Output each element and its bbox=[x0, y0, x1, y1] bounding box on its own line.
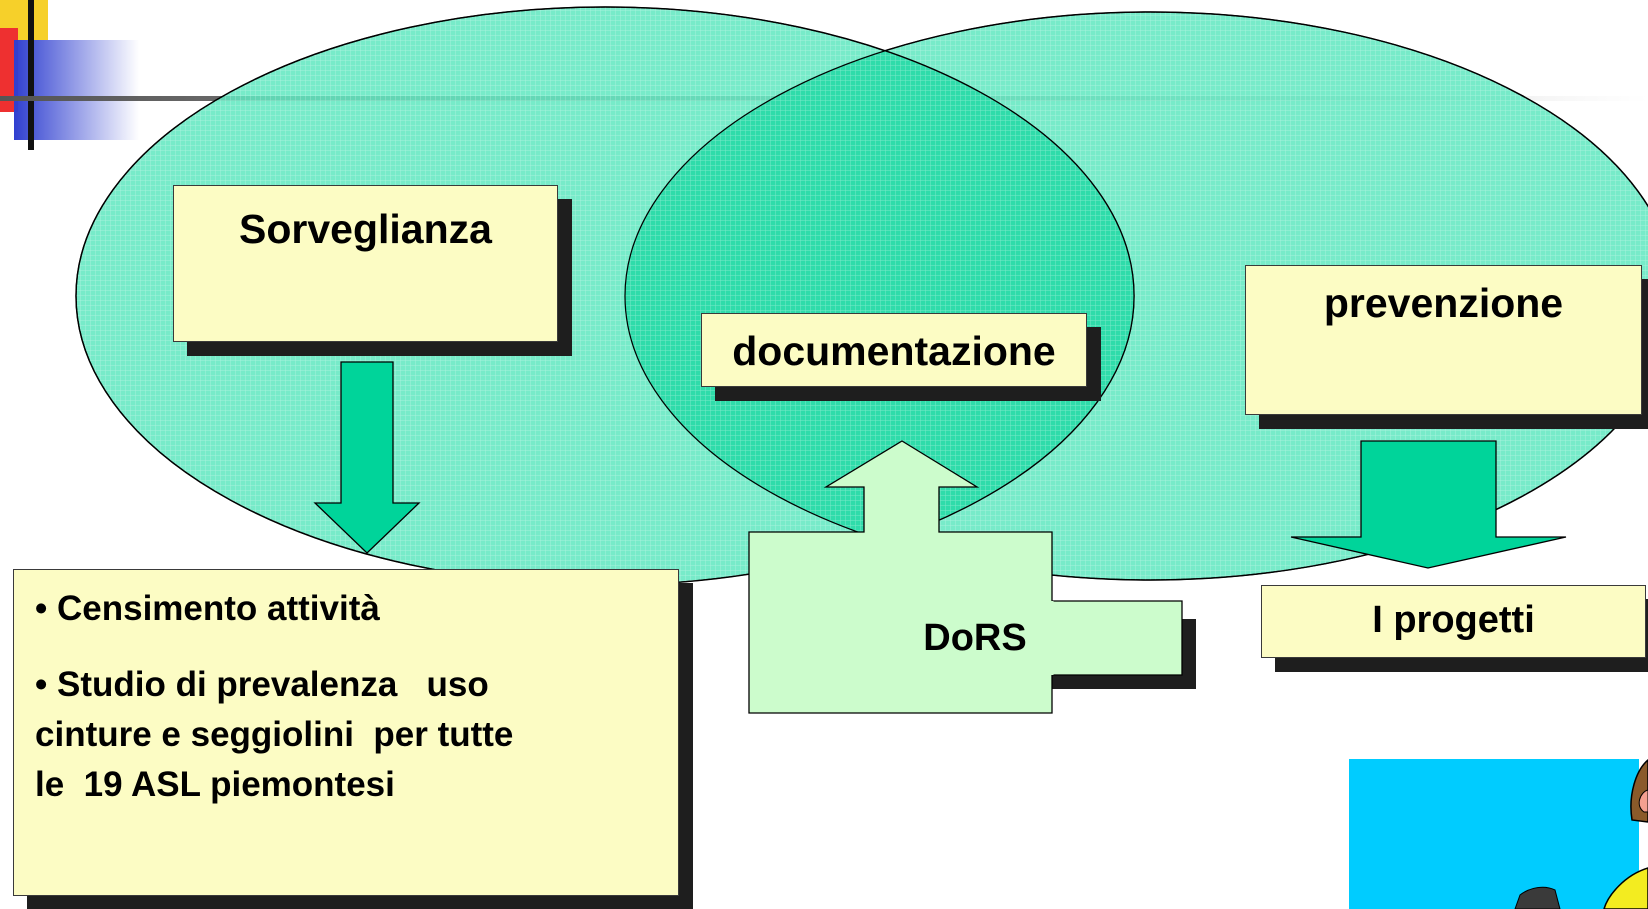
arrow-down-sorveglianza bbox=[313, 361, 421, 554]
documentazione-box: documentazione bbox=[701, 313, 1087, 387]
sorveglianza-label: Sorveglianza bbox=[239, 206, 492, 252]
prevenzione-label: prevenzione bbox=[1323, 280, 1564, 326]
deco-blue-square bbox=[14, 40, 139, 140]
activity-bullet-2: • Studio di prevalenza uso bbox=[35, 665, 489, 704]
activity-bullet-1: • Censimento attività bbox=[35, 589, 380, 628]
prevenzione-box: prevenzione bbox=[1245, 265, 1642, 415]
documentazione-label: documentazione bbox=[732, 328, 1056, 374]
activity-bullet-3: cinture e seggiolini per tutte bbox=[35, 715, 514, 754]
progetti-box: I progetti bbox=[1261, 585, 1646, 658]
deco-red-square bbox=[0, 28, 18, 112]
arrow-up-dors bbox=[748, 440, 1183, 714]
activity-bullet-4: le 19 ASL piemontesi bbox=[35, 765, 395, 804]
sorveglianza-box: Sorveglianza bbox=[173, 185, 558, 342]
deco-vertical-line bbox=[28, 0, 34, 150]
arrow-down-prevenzione bbox=[1290, 440, 1567, 569]
cartoon-figure bbox=[1514, 759, 1648, 909]
cartoon-background bbox=[1349, 759, 1639, 909]
progetti-label: I progetti bbox=[1372, 599, 1535, 641]
dors-label: DoRS bbox=[923, 617, 1027, 659]
activities-box: • Censimento attività • Studio di preval… bbox=[13, 569, 679, 896]
